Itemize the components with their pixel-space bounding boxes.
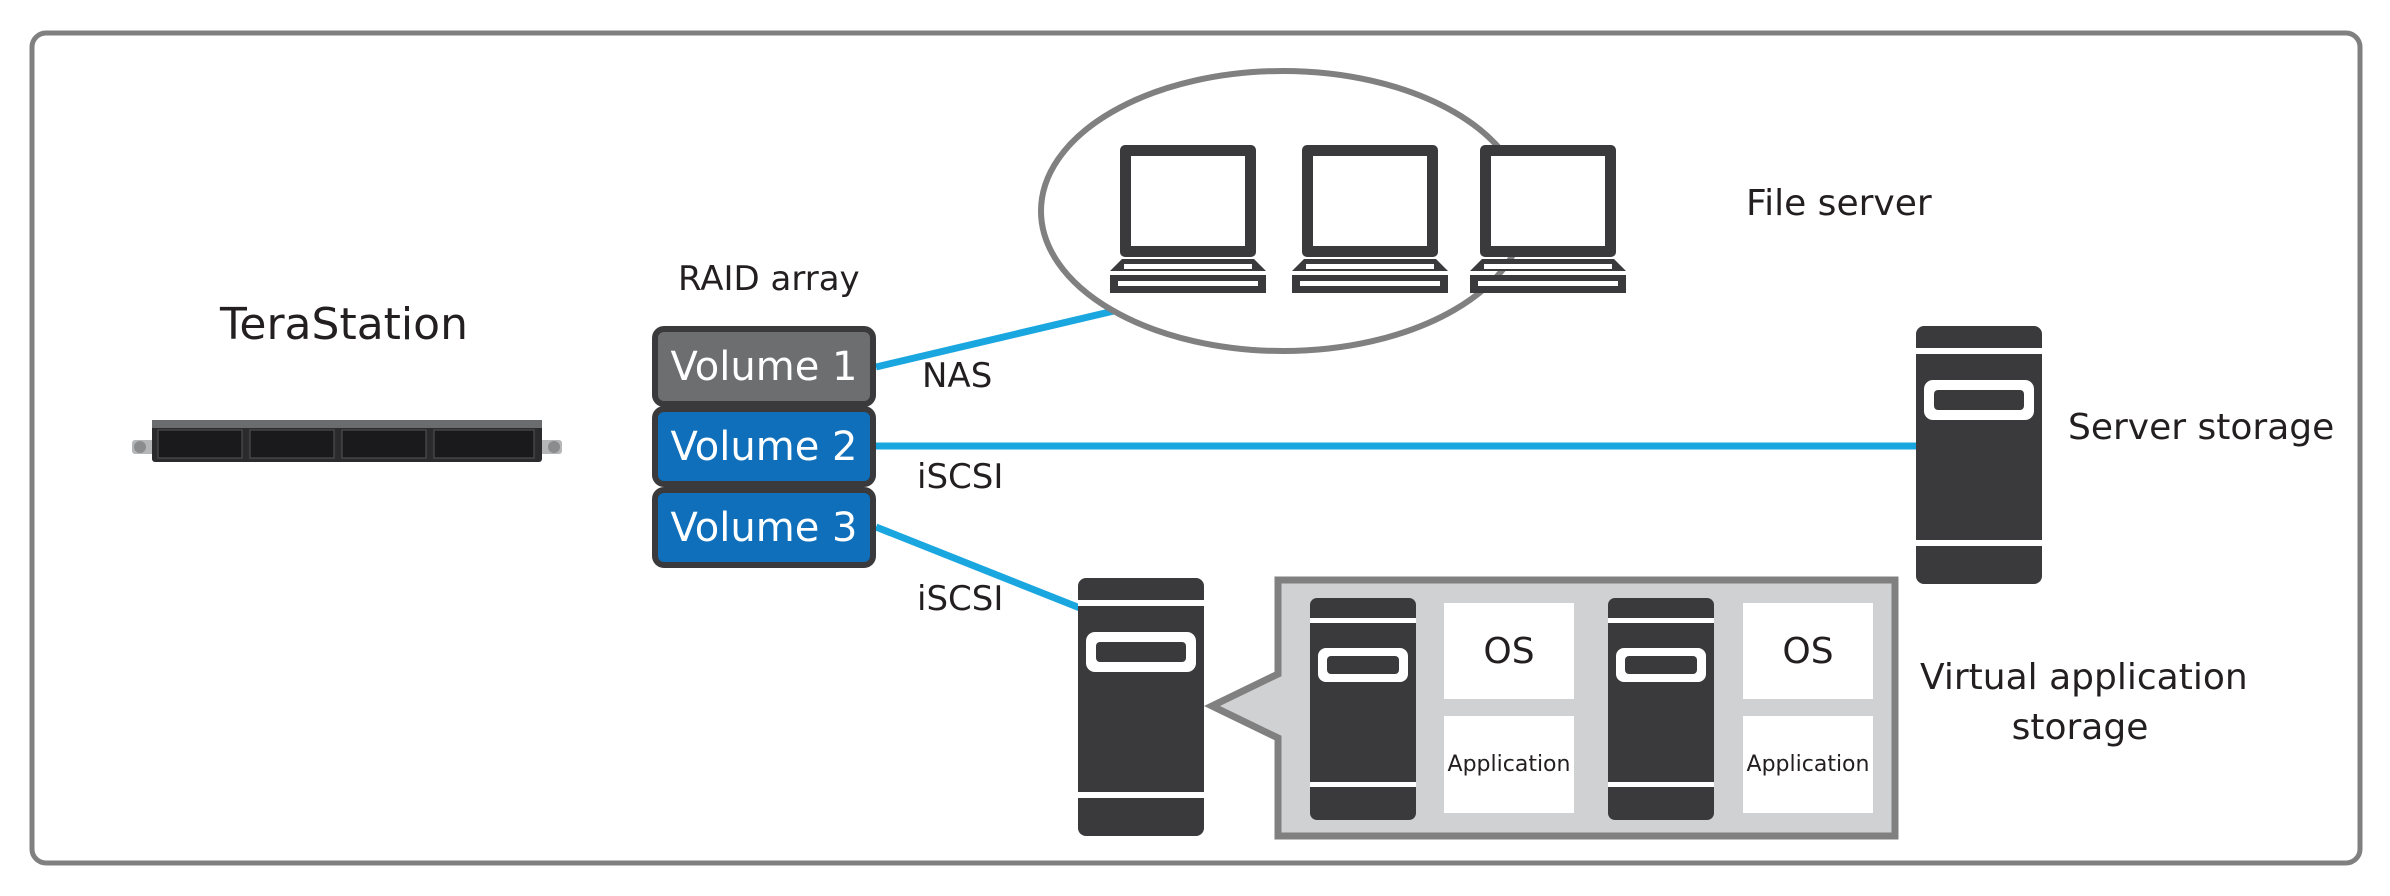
virtual-host-tower-icon: [1078, 578, 1204, 836]
virtual-storage-label-line1: Virtual application: [1920, 657, 2248, 698]
vm1-application-box: Application: [1444, 716, 1574, 813]
file-server-ellipse: [1038, 68, 1528, 354]
iscsi-virtual-link-line: [874, 523, 1082, 612]
volume-2-block: Volume 2: [652, 406, 876, 487]
iscsi-server-link-label: iSCSI: [917, 457, 1004, 497]
raid-array-title: RAID array: [678, 259, 860, 299]
volume-3-block: Volume 3: [652, 487, 876, 568]
terastation-title: TeraStation: [220, 299, 468, 350]
laptop-icon: [1110, 145, 1266, 293]
laptop-icon: [1470, 145, 1626, 293]
virtual-storage-label-line2: storage: [2011, 707, 2149, 748]
file-server-label: File server: [1746, 183, 1932, 224]
server-storage-label: Server storage: [2068, 407, 2335, 448]
vm2-application-box: Application: [1743, 716, 1873, 813]
laptop-icon: [1292, 145, 1448, 293]
vm-server-icon: [1608, 598, 1714, 820]
nas-link-line: [875, 306, 1119, 371]
iscsi-virtual-link-label: iSCSI: [917, 579, 1004, 619]
vm-server-icon: [1310, 598, 1416, 820]
vm2-os-box: OS: [1743, 603, 1873, 699]
terastation-device-icon: [132, 420, 562, 462]
vm1-os-box: OS: [1444, 603, 1574, 699]
server-storage-tower-icon: [1916, 326, 2042, 584]
volume-1-block: Volume 1: [652, 326, 876, 407]
nas-link-label: NAS: [922, 356, 993, 396]
